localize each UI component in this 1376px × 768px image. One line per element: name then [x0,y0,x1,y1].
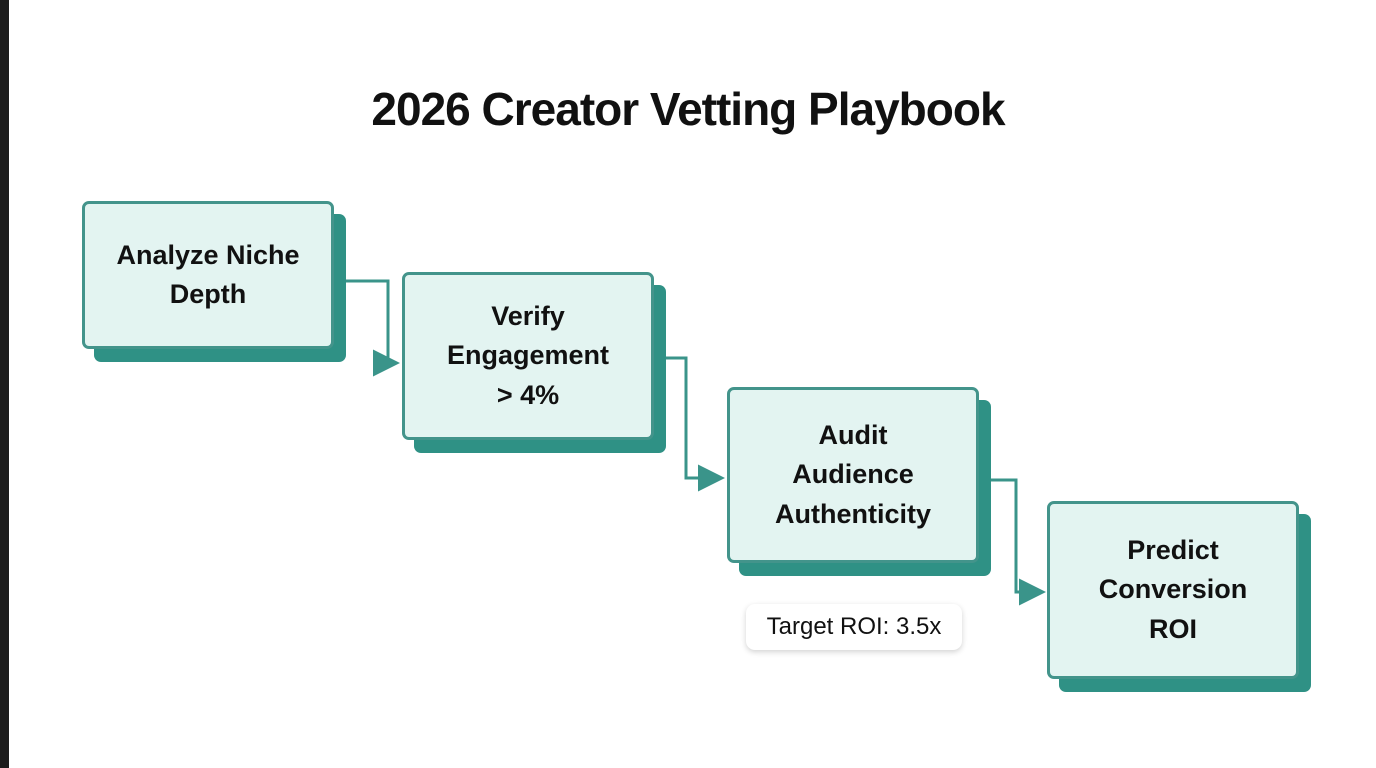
screen-edge-bar [0,0,9,768]
target-roi-annotation: Target ROI: 3.5x [746,604,962,650]
target-roi-label: Target ROI: 3.5x [766,613,942,640]
edge-verify-to-audit [656,356,725,492]
flow-node-label: Audit Audience Authenticity [774,420,931,529]
flow-node-verify-engagement: Verify Engagement > 4% [402,272,654,440]
edge-audit-to-predict [981,478,1046,606]
flow-node-label: Verify Engagement > 4% [446,301,610,410]
flow-node-predict-conversion-roi: Predict Conversion ROI [1047,501,1299,679]
page-title: 2026 Creator Vetting Playbook [371,83,1005,135]
flow-node-audit-audience: Audit Audience Authenticity [727,387,979,563]
flow-node-label: Analyze Niche Depth [116,239,300,309]
edge-analyze-to-verify [336,279,400,377]
flow-node-analyze-niche-depth: Analyze Niche Depth [82,201,334,349]
flow-node-label: Predict Conversion ROI [1098,535,1248,644]
